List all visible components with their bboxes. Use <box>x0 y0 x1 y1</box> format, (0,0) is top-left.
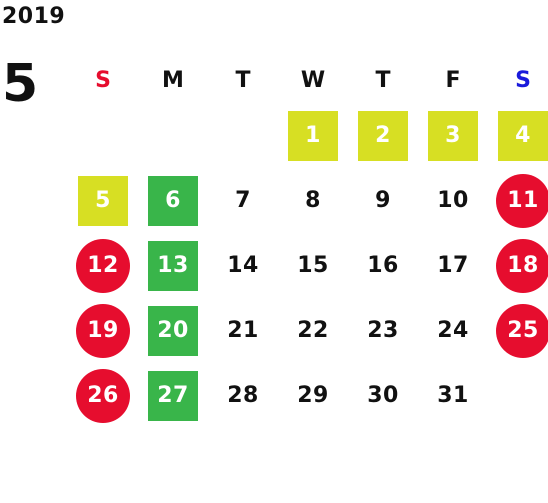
day-cell-23[interactable]: 23 <box>348 298 418 363</box>
day-number: 14 <box>227 253 259 278</box>
calendar-month: 5 <box>2 54 39 114</box>
day-cell-30[interactable]: 30 <box>348 363 418 428</box>
day-number: 16 <box>367 253 399 278</box>
day-number: 1 <box>288 110 338 161</box>
day-number: 31 <box>437 383 469 408</box>
day-cell-13[interactable]: 13 <box>138 233 208 298</box>
day-number: 13 <box>148 240 198 291</box>
day-cell-19[interactable]: 19 <box>68 298 138 363</box>
day-number: 8 <box>305 188 321 213</box>
weekday-header-2: T <box>235 68 251 93</box>
day-number: 2 <box>358 110 408 161</box>
day-number: 11 <box>496 173 548 228</box>
day-number: 23 <box>367 318 399 343</box>
day-cell-17[interactable]: 17 <box>418 233 488 298</box>
day-cell-9[interactable]: 9 <box>348 168 418 233</box>
day-cell-11[interactable]: 11 <box>488 168 548 233</box>
day-number: 12 <box>76 238 130 293</box>
day-cell-14[interactable]: 14 <box>208 233 278 298</box>
day-cell-16[interactable]: 16 <box>348 233 418 298</box>
day-number: 18 <box>496 238 548 293</box>
day-number: 9 <box>375 188 391 213</box>
day-number: 3 <box>428 110 478 161</box>
day-cell-4[interactable]: 4 <box>488 103 548 168</box>
day-cell-26[interactable]: 26 <box>68 363 138 428</box>
calendar-year: 2019 <box>2 4 66 29</box>
day-cell-15[interactable]: 15 <box>278 233 348 298</box>
day-number: 7 <box>235 188 251 213</box>
empty-day-cell <box>138 103 208 168</box>
weekday-header-5: F <box>445 68 461 93</box>
day-cell-6[interactable]: 6 <box>138 168 208 233</box>
day-number: 28 <box>227 383 259 408</box>
day-number: 21 <box>227 318 259 343</box>
day-number: 27 <box>148 370 198 421</box>
day-number: 30 <box>367 383 399 408</box>
day-cell-21[interactable]: 21 <box>208 298 278 363</box>
day-number: 10 <box>437 188 469 213</box>
day-number: 22 <box>297 318 329 343</box>
day-number: 5 <box>78 175 128 226</box>
day-cell-27[interactable]: 27 <box>138 363 208 428</box>
day-cell-28[interactable]: 28 <box>208 363 278 428</box>
day-number: 15 <box>297 253 329 278</box>
day-number: 19 <box>76 303 130 358</box>
day-number: 24 <box>437 318 469 343</box>
day-cell-24[interactable]: 24 <box>418 298 488 363</box>
day-number: 4 <box>498 110 548 161</box>
empty-day-cell <box>208 103 278 168</box>
weekday-header-1: M <box>162 68 184 93</box>
day-cell-10[interactable]: 10 <box>418 168 488 233</box>
day-number: 17 <box>437 253 469 278</box>
weekday-header-0: S <box>95 68 111 93</box>
day-number: 6 <box>148 175 198 226</box>
day-cell-22[interactable]: 22 <box>278 298 348 363</box>
day-cell-7[interactable]: 7 <box>208 168 278 233</box>
day-number: 25 <box>496 303 548 358</box>
day-cell-18[interactable]: 18 <box>488 233 548 298</box>
weekday-header-4: T <box>375 68 391 93</box>
day-cell-1[interactable]: 1 <box>278 103 348 168</box>
day-cell-20[interactable]: 20 <box>138 298 208 363</box>
day-cell-29[interactable]: 29 <box>278 363 348 428</box>
day-cell-2[interactable]: 2 <box>348 103 418 168</box>
day-cell-25[interactable]: 25 <box>488 298 548 363</box>
empty-day-cell <box>68 103 138 168</box>
day-cell-31[interactable]: 31 <box>418 363 488 428</box>
day-cell-8[interactable]: 8 <box>278 168 348 233</box>
day-cell-5[interactable]: 5 <box>68 168 138 233</box>
day-cell-3[interactable]: 3 <box>418 103 488 168</box>
day-number: 26 <box>76 368 130 423</box>
weekday-header-3: W <box>300 68 326 93</box>
day-number: 20 <box>148 305 198 356</box>
day-number: 29 <box>297 383 329 408</box>
weekday-header-6: S <box>515 68 531 93</box>
day-cell-12[interactable]: 12 <box>68 233 138 298</box>
